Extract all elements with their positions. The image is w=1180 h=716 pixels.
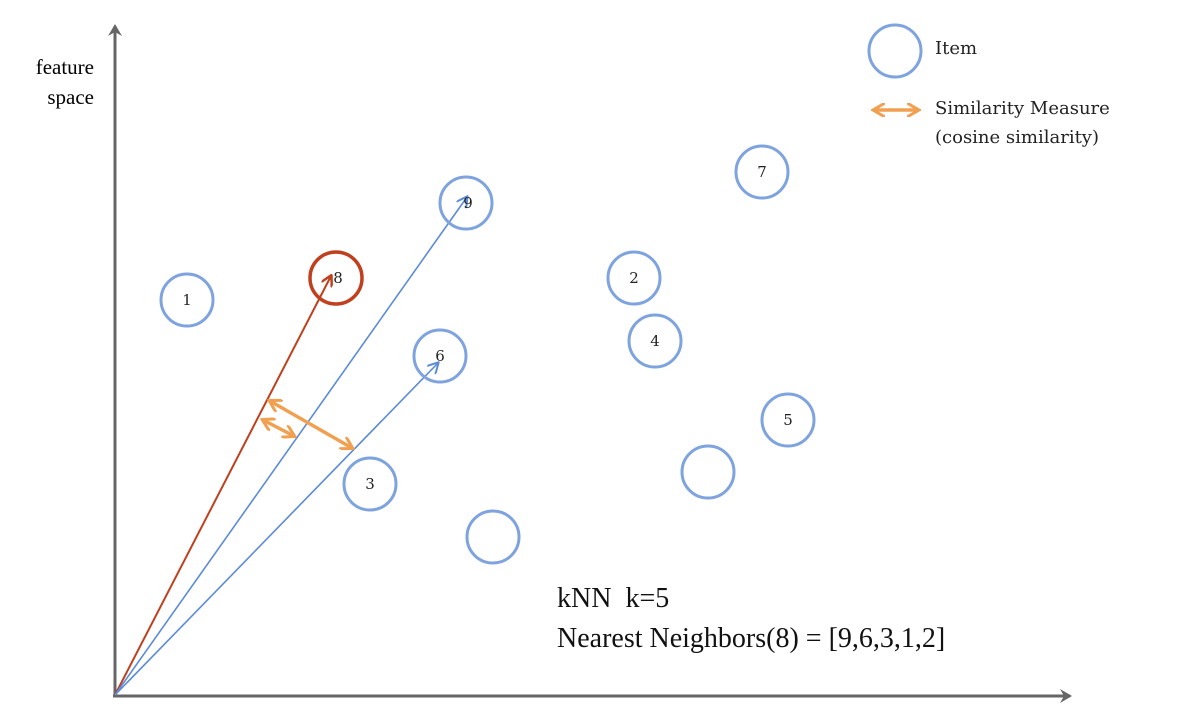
svg-text:8: 8	[333, 269, 343, 287]
legend-item-icon	[867, 23, 923, 79]
knn-caption: kNN k=5	[557, 583, 669, 614]
item-unlabeled	[465, 509, 521, 565]
legend-item-label: Item	[935, 38, 977, 59]
item-5: 5	[760, 392, 816, 448]
item-unlabeled	[680, 444, 736, 500]
similarity-arrow-8-6	[270, 401, 352, 448]
legend-similarity-sub: (cosine similarity)	[935, 127, 1099, 148]
axis-label-feature: feature	[36, 55, 94, 79]
svg-text:1: 1	[182, 291, 192, 309]
vector-9	[114, 197, 467, 696]
item-1: 1	[159, 272, 215, 328]
legend-similarity-label: Similarity Measure	[935, 98, 1110, 119]
axis-label-space: space	[47, 85, 94, 109]
similarity-arrow-8-9	[263, 420, 294, 436]
svg-text:5: 5	[783, 411, 793, 429]
query-vector-8	[114, 276, 331, 696]
item-6: 6	[412, 328, 468, 384]
item-3: 3	[342, 456, 398, 512]
vector-6	[114, 363, 438, 696]
svg-text:4: 4	[650, 332, 660, 350]
item-4: 4	[627, 313, 683, 369]
item-8-query: 8	[308, 250, 364, 306]
item-9: 9	[438, 175, 494, 231]
item-2: 2	[606, 250, 662, 306]
svg-text:7: 7	[757, 163, 767, 181]
svg-text:3: 3	[365, 475, 375, 493]
svg-text:6: 6	[435, 347, 445, 365]
item-7: 7	[734, 144, 790, 200]
legend: Item Similarity Measure (cosine similari…	[867, 23, 1110, 148]
svg-text:9: 9	[463, 194, 473, 212]
nearest-neighbors-caption: Nearest Neighbors(8) = [9,6,3,1,2]	[557, 623, 945, 654]
svg-text:2: 2	[629, 269, 639, 287]
